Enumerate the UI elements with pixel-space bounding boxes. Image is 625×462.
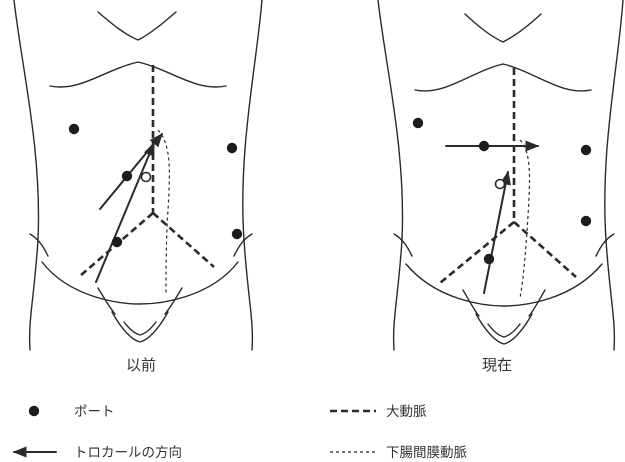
port-dot [227, 143, 237, 153]
torso-outline [378, 0, 623, 350]
port-dot [413, 118, 423, 128]
legend: ポート トロカールの方向 大動脈 下腸間膜動脈 [14, 404, 467, 461]
panel-caption-before: 以前 [126, 356, 156, 374]
port-dot [581, 145, 591, 155]
legend-trocar-direction: トロカールの方向 [14, 445, 182, 461]
legend-ima-label: 下腸間膜動脈 [386, 445, 467, 461]
port-dot [484, 254, 494, 264]
panel-caption-current: 現在 [482, 356, 512, 374]
port-dot [112, 237, 122, 247]
navel-marker [142, 173, 151, 182]
torso-outline [14, 0, 262, 350]
panel-current: 現在 [378, 0, 623, 374]
port-dot [581, 216, 591, 226]
inferior-mesenteric-artery-line [158, 130, 169, 295]
inferior-mesenteric-artery-line [520, 140, 530, 298]
legend-aorta-label: 大動脈 [386, 404, 427, 420]
aorta-lines [80, 65, 214, 276]
legend-trocar-direction-label: トロカールの方向 [74, 445, 182, 461]
port-dot [122, 171, 132, 181]
navel-marker [496, 180, 505, 189]
panel-before: 以前 [14, 0, 262, 374]
legend-port-symbol [29, 406, 39, 416]
port-dots [413, 118, 591, 264]
legend-ima: 下腸間膜動脈 [330, 445, 467, 461]
port-dot [479, 141, 489, 151]
legend-port-label: ポート [74, 404, 115, 420]
port-dot [69, 124, 79, 134]
legend-port: ポート [29, 404, 115, 420]
port-dot [232, 229, 242, 239]
legend-aorta: 大動脈 [330, 404, 427, 420]
